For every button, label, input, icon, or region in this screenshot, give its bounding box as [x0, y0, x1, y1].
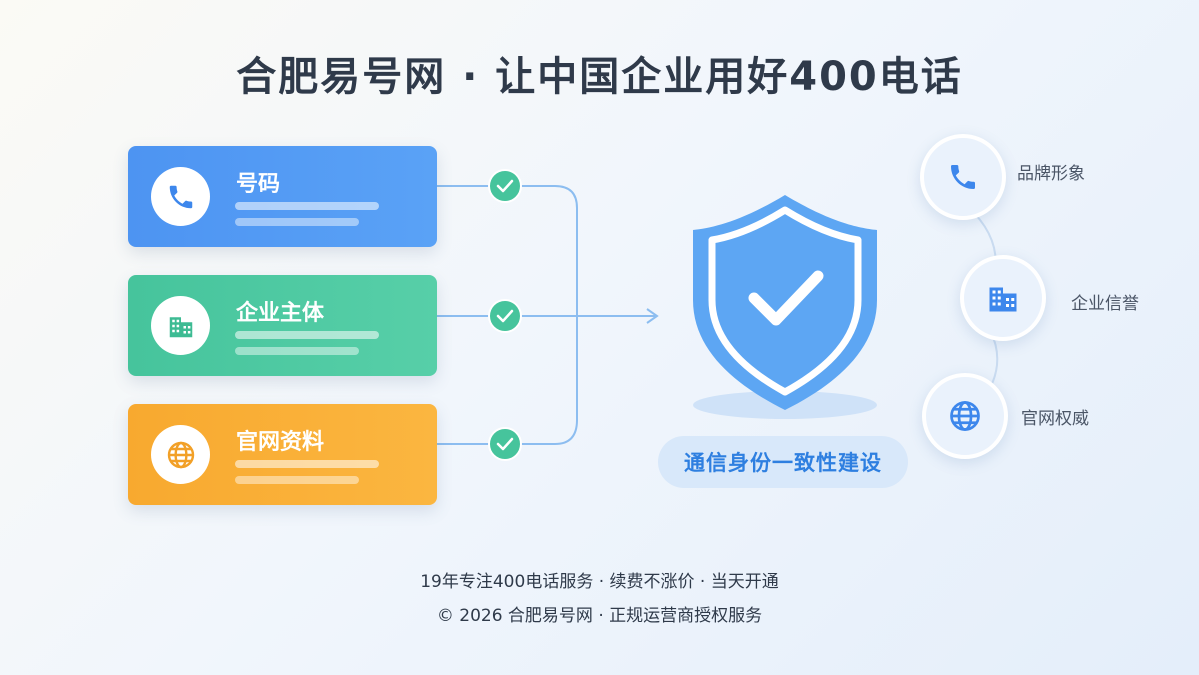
identity-badge: 通信身份一致性建设	[658, 436, 908, 488]
globe-icon	[922, 373, 1008, 459]
footer-copyright: © 2026 合肥易号网 · 正规运营商授权服务	[436, 606, 763, 626]
phone-icon	[920, 134, 1006, 220]
placeholder-line	[235, 476, 359, 484]
connector-line-1	[437, 185, 578, 445]
check-icon-1	[488, 169, 522, 203]
page-title: 合肥易号网 · 让中国企业用好400电话	[236, 54, 963, 100]
card-label: 号码	[236, 172, 281, 197]
feature-label-reputation: 企业信誉	[1071, 294, 1139, 314]
footer-tagline: 19年专注400电话服务 · 续费不涨价 · 当天开通	[420, 572, 779, 592]
building-icon	[151, 296, 210, 355]
placeholder-line	[235, 218, 359, 226]
check-icon-2	[488, 299, 522, 333]
placeholder-line	[235, 331, 379, 339]
placeholder-line	[235, 202, 379, 210]
card-label: 官网资料	[236, 430, 325, 455]
globe-icon	[151, 425, 210, 484]
shield-check-icon	[693, 195, 877, 419]
feature-label-authority: 官网权威	[1021, 409, 1089, 429]
placeholder-line	[235, 347, 359, 355]
card-number: 号码	[128, 146, 437, 247]
arrow-icon	[646, 308, 659, 324]
card-website: 官网资料	[128, 404, 437, 505]
card-label: 企业主体	[236, 301, 325, 326]
card-enterprise: 企业主体	[128, 275, 437, 376]
phone-icon	[151, 167, 210, 226]
feature-label-brand: 品牌形象	[1017, 164, 1085, 184]
check-icon-3	[488, 427, 522, 461]
building-icon	[960, 255, 1046, 341]
placeholder-line	[235, 460, 379, 468]
